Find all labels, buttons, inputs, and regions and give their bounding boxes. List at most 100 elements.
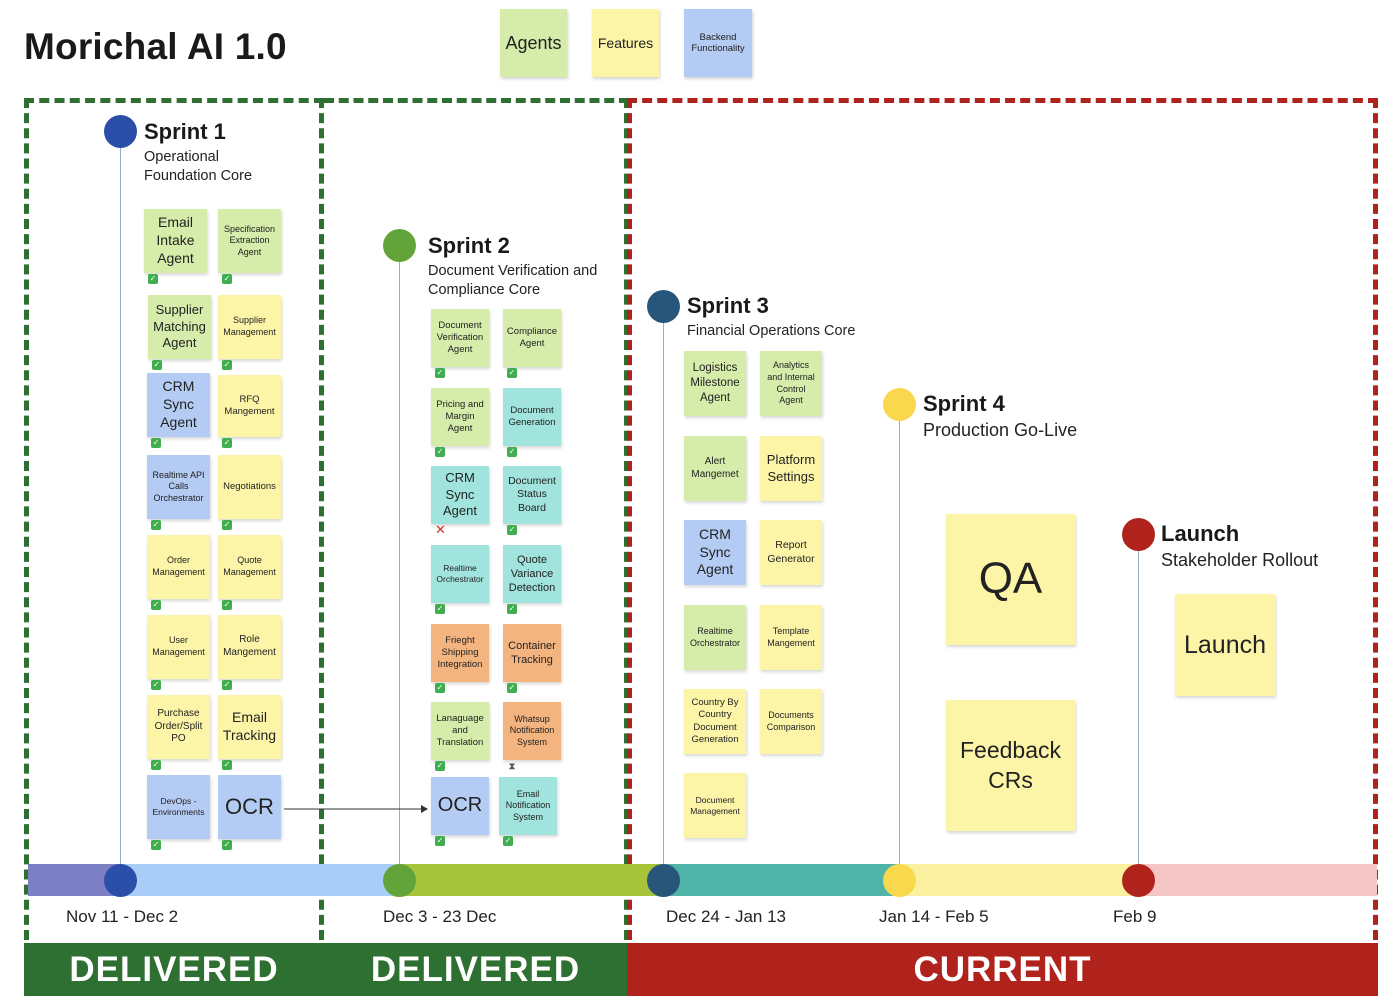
sticky-note-label: Realtime Orchestrator: [436, 563, 484, 584]
sticky-note[interactable]: Feedback CRs: [946, 700, 1075, 831]
sticky-note[interactable]: Whatsup Notification System: [503, 702, 561, 760]
date-sprint3: Dec 24 - Jan 13: [666, 907, 787, 926]
sticky-note[interactable]: Realtime Orchestrator: [431, 545, 489, 603]
done-check-icon: ✓: [503, 836, 513, 846]
sticky-note[interactable]: Specification Extraction Agent: [218, 209, 281, 273]
sticky-note-label: Quote Management: [223, 555, 276, 577]
sticky-note[interactable]: Supplier Matching Agent: [148, 295, 211, 359]
done-check-icon: ✓: [222, 840, 232, 850]
sticky-note[interactable]: Quote Management: [218, 535, 281, 599]
sticky-note[interactable]: User Management: [147, 615, 210, 679]
sticky-note[interactable]: DevOps - Environments: [147, 775, 210, 839]
sprint2-marker: [383, 229, 416, 262]
done-check-icon: ✓: [435, 368, 445, 378]
done-check-icon: ✓: [151, 680, 161, 690]
sticky-note[interactable]: Analytics and Internal Control Agent: [760, 351, 822, 416]
sticky-note[interactable]: Country By Country Document Generation: [684, 689, 746, 754]
done-check-icon: ✓: [435, 761, 445, 771]
sticky-note[interactable]: Email Tracking: [218, 695, 281, 759]
sticky-note-label: Role Mangement: [223, 634, 276, 658]
sticky-note[interactable]: CRM Sync Agent: [684, 520, 746, 585]
launch-title: Launch: [1161, 521, 1240, 546]
sprint1-stem: [120, 131, 121, 880]
sticky-note-label: Email Tracking: [222, 709, 277, 743]
sticky-note-label: OCR: [437, 794, 483, 817]
sticky-note-label: Document Generation: [508, 404, 556, 428]
sticky-note[interactable]: Quote Variance Detection: [503, 545, 561, 603]
blocked-cross-icon: ✕: [435, 522, 446, 537]
sticky-note[interactable]: Document Management: [684, 773, 746, 838]
sticky-note-label: Document Management: [690, 794, 740, 816]
done-check-icon: ✓: [435, 447, 445, 457]
sticky-note-label: OCR: [225, 793, 274, 819]
sprint1-subtitle: Operational Foundation Core: [144, 149, 253, 184]
sticky-note-label: Feedback CRs: [959, 737, 1061, 793]
launch-marker: [1122, 518, 1155, 551]
sticky-note-label: Template Mangement: [767, 625, 815, 648]
sticky-note[interactable]: Logistics Milestone Agent: [684, 351, 746, 416]
sticky-note[interactable]: Supplier Management: [218, 295, 281, 359]
sticky-note[interactable]: OCR: [218, 775, 281, 839]
sprint3-title: Sprint 3: [687, 293, 769, 318]
sticky-note[interactable]: Report Generator: [760, 520, 822, 585]
sticky-note[interactable]: Email Intake Agent: [144, 209, 207, 273]
timeline-dot-sprint2: [383, 864, 416, 897]
sticky-note[interactable]: Container Tracking: [503, 624, 561, 682]
sticky-note[interactable]: Platform Settings: [760, 436, 822, 501]
done-check-icon: ✓: [435, 683, 445, 693]
sprint4-stem: [899, 404, 900, 880]
sticky-note[interactable]: Frieght Shipping Integration: [431, 624, 489, 682]
legend-backend: Backend Functionality: [684, 9, 752, 77]
done-check-icon: ✓: [222, 760, 232, 770]
sticky-note-label: QA: [978, 554, 1043, 604]
sprint2-subtitle: Document Verification and Compliance Cor…: [428, 263, 598, 298]
sticky-note[interactable]: OCR: [431, 777, 489, 835]
sticky-note[interactable]: CRM Sync Agent: [431, 466, 489, 524]
sticky-note[interactable]: Alert Mangemet: [684, 436, 746, 501]
sticky-note[interactable]: Purchase Order/Split PO: [147, 695, 210, 759]
sticky-note-label: Whatsup Notification System: [509, 713, 555, 747]
sticky-note[interactable]: Document Generation: [503, 388, 561, 446]
sticky-note[interactable]: QA: [946, 514, 1075, 645]
sticky-note[interactable]: CRM Sync Agent: [147, 373, 210, 437]
sticky-note[interactable]: Role Mangement: [218, 615, 281, 679]
sticky-note[interactable]: Launch: [1175, 594, 1275, 696]
sticky-note-label: Platform Settings: [766, 451, 816, 484]
sticky-note[interactable]: Pricing and Margin Agent: [431, 388, 489, 446]
legend-features: Features: [592, 9, 659, 77]
sticky-note[interactable]: RFQ Mangement: [218, 375, 281, 437]
sticky-note[interactable]: Email Notification System: [499, 777, 557, 835]
done-check-icon: ✓: [222, 680, 232, 690]
timeline-segment: [899, 864, 1139, 896]
sticky-note[interactable]: Document Verification Agent: [431, 309, 489, 367]
timeline-segment: [663, 864, 899, 896]
sprint3-stem: [663, 306, 664, 880]
launch-subtitle: Stakeholder Rollout: [1161, 550, 1319, 570]
sticky-note[interactable]: Order Management: [147, 535, 210, 599]
sticky-note-label: DevOps - Environments: [152, 796, 205, 817]
legend-agents: Agents: [500, 9, 567, 77]
banner-delivered-sprint1: DELIVERED: [24, 943, 324, 996]
sticky-note[interactable]: Document Status Board: [503, 466, 561, 524]
sticky-note[interactable]: Realtime Orchestrator: [684, 605, 746, 670]
sticky-note-label: CRM Sync Agent: [443, 470, 477, 519]
sprint3-subtitle: Financial Operations Core: [687, 323, 856, 339]
sticky-note[interactable]: Realtime API Calls Orchestrator: [147, 455, 210, 519]
sticky-note-label: CRM Sync Agent: [696, 525, 734, 578]
sticky-note-label: Container Tracking: [508, 639, 556, 666]
done-check-icon: ✓: [222, 600, 232, 610]
sticky-note-label: Realtime API Calls Orchestrator: [152, 469, 205, 503]
sticky-note[interactable]: Negotiations: [218, 455, 281, 519]
sticky-note[interactable]: Template Mangement: [760, 605, 822, 670]
sticky-note-label: Lanaguage and Translation: [436, 712, 484, 749]
done-check-icon: ✓: [151, 760, 161, 770]
sticky-note[interactable]: Documents Comparison: [760, 689, 822, 754]
sticky-note-label: Frieght Shipping Integration: [437, 634, 483, 671]
date-launch: Feb 9: [1113, 907, 1157, 926]
timeline-dot-sprint4: [883, 864, 916, 897]
sticky-note-label: Document Verification Agent: [436, 319, 484, 356]
done-check-icon: ✓: [151, 438, 161, 448]
sticky-note[interactable]: Lanaguage and Translation: [431, 702, 489, 760]
sticky-note[interactable]: Compliance Agent: [503, 309, 561, 367]
banner-delivered-sprint2: DELIVERED: [324, 943, 627, 996]
